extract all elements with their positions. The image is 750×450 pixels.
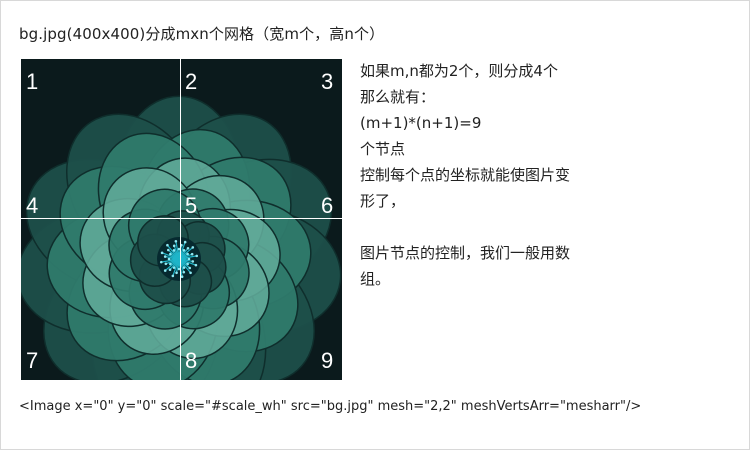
note-line: 组。 bbox=[360, 270, 391, 288]
note-line: 如果m,n都为2个，则分成4个 bbox=[360, 62, 558, 80]
node-label-2: 2 bbox=[185, 69, 198, 94]
flower-image bbox=[21, 59, 342, 380]
node-label-4: 4 bbox=[26, 193, 39, 218]
grid-line-vertical bbox=[180, 59, 181, 380]
node-label-6: 6 bbox=[321, 193, 334, 218]
node-label-5: 5 bbox=[185, 193, 198, 218]
node-label-8: 8 bbox=[185, 348, 198, 373]
note-line: 控制每个点的坐标就能使图片变 bbox=[360, 166, 571, 184]
node-label-3: 3 bbox=[321, 69, 334, 94]
note-line: 个节点 bbox=[360, 140, 406, 158]
page-title: bg.jpg(400x400)分成mxn个网格（宽m个，高n个） bbox=[19, 25, 385, 43]
note-gap bbox=[360, 214, 620, 240]
note-line: 图片节点的控制，我们一般用数 bbox=[360, 244, 571, 262]
note-line: (m+1)*(n+1)=9 bbox=[360, 114, 482, 132]
explanation-notes: 如果m,n都为2个，则分成4个 那么就有： (m+1)*(n+1)=9 个节点 … bbox=[360, 58, 620, 292]
note-line: 那么就有： bbox=[360, 88, 436, 106]
node-label-7: 7 bbox=[26, 348, 39, 373]
node-label-9: 9 bbox=[321, 348, 334, 373]
mesh-image: 1 2 3 4 5 6 7 8 9 bbox=[21, 59, 342, 380]
grid-line-horizontal bbox=[21, 218, 342, 219]
code-example: <Image x="0" y="0" scale="#scale_wh" src… bbox=[19, 399, 642, 414]
note-line: 形了， bbox=[360, 192, 406, 210]
node-label-1: 1 bbox=[26, 69, 39, 94]
